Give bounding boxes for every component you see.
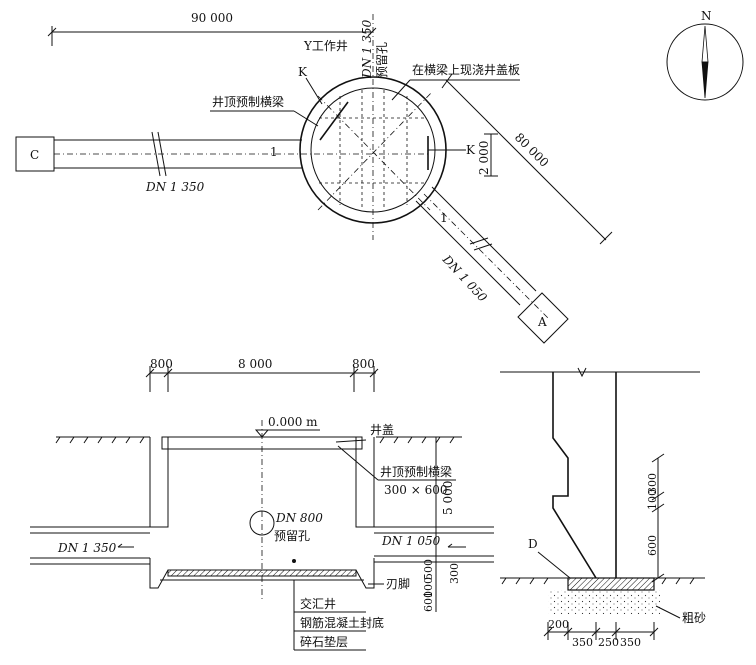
- reserved-hole-circle: [249, 510, 275, 536]
- ground-hatch-left: [55, 436, 145, 444]
- dim-diagonal-label: 80 000: [512, 130, 552, 170]
- section-dim-line: [145, 366, 379, 392]
- pipe-left: [54, 131, 428, 177]
- cast-cover-label: 在横梁上现浇井盖板: [412, 62, 520, 77]
- detail-wall-outline: [552, 372, 597, 579]
- pipe-diagonal-dn-label: DN 1 050: [439, 252, 490, 305]
- node-a-label: A: [537, 315, 547, 329]
- precast-beam-section-left: [319, 101, 349, 141]
- dim-line-top: [47, 26, 377, 46]
- hole-dn-label: DN 800: [275, 511, 323, 525]
- north-label: N: [701, 9, 712, 23]
- note2-label: 钢筋混凝土封底: [300, 615, 384, 630]
- foot-label: 刃脚: [386, 576, 410, 591]
- k-left-label: K: [298, 65, 308, 79]
- section-dim-800-left: 800: [150, 357, 173, 371]
- shaft-walls: [149, 437, 375, 589]
- beam-leader: [337, 445, 379, 481]
- reserved-hole-dn-label: DN 1 350: [360, 19, 374, 79]
- dim-300-label: 300: [448, 563, 461, 584]
- detail-dim-200: 200: [548, 618, 569, 631]
- detail-bottom-dim: [543, 622, 659, 640]
- precast-beam-grid: [317, 90, 433, 211]
- section-center-dot: [292, 559, 296, 563]
- detail-dim-600: 600: [646, 535, 659, 556]
- dim-line-small: [484, 133, 498, 177]
- sand-leader: [655, 605, 681, 619]
- detail-sand-layer: [548, 590, 660, 614]
- dim-line-diagonal: [441, 73, 613, 245]
- north-arrow: [666, 23, 744, 101]
- note3-label: 碎石垫层: [300, 634, 348, 649]
- section-dim-800-right: 800: [352, 357, 375, 371]
- pipe-left-dn-label: DN 1 350: [145, 180, 205, 194]
- dim-500-label: 500: [422, 559, 435, 580]
- detail-d-leader: [537, 551, 571, 579]
- plan-view: 90 000 Y工作井 DN 1 350 预留孔 在横梁上现浇井盖板 K 井顶预…: [15, 9, 744, 344]
- precast-beam-label: 井顶预制横梁: [212, 94, 284, 109]
- detail-view: 粗砂 D 300 100 600 200 350: [500, 367, 706, 649]
- bottom-seal-slab: [167, 569, 357, 577]
- pipe-right-label: DN 1 050: [381, 534, 441, 548]
- cover-leader: [335, 439, 367, 443]
- mark-1b: 1: [440, 211, 448, 225]
- section-pipes: [30, 526, 494, 565]
- elevation-label: 0.000 m: [268, 415, 318, 429]
- precast-beam-leader: [293, 110, 319, 127]
- section-view: 800 8 000 800 0.000 m 井盖 井顶预制横梁 300 × 60…: [30, 357, 494, 651]
- work-shaft-label: Y工作井: [303, 39, 348, 53]
- detail-dim-350b: 350: [620, 636, 641, 649]
- beam-label: 井顶预制横梁: [380, 464, 452, 479]
- detail-dim-250: 250: [598, 636, 619, 649]
- mark-1a: 1: [270, 145, 278, 159]
- detail-vertical-dim: [651, 453, 665, 583]
- detail-dim-100: 100: [646, 489, 659, 510]
- beam-size-label: 300 × 600: [384, 483, 448, 497]
- note1-label: 交汇井: [300, 596, 336, 611]
- dim-top-label: 90 000: [191, 11, 233, 25]
- detail-foot-block: [567, 577, 655, 591]
- pipe-left-label: DN 1 350: [57, 541, 117, 555]
- reserved-hole-label: 预留孔: [375, 42, 389, 78]
- k-left-leader: [305, 77, 323, 105]
- detail-ground-hatch: [501, 577, 695, 585]
- node-c-label: C: [30, 148, 39, 162]
- node-c-box: [15, 136, 55, 172]
- section-dim-8000: 8 000: [238, 357, 272, 371]
- node-a-box: [517, 292, 569, 344]
- detail-break-mark: [577, 367, 587, 378]
- dim-600-label: 600: [422, 591, 435, 612]
- detail-dim-300: 300: [646, 473, 659, 494]
- ground-hatch-right: [379, 436, 455, 444]
- dim-small-label: 2 000: [477, 141, 491, 175]
- dim-5000-label: 5 000: [441, 481, 455, 515]
- pipe-diagonal: [415, 186, 549, 319]
- cover-label: 井盖: [370, 423, 394, 437]
- k-right-label: K: [466, 143, 476, 157]
- sand-label: 粗砂: [682, 611, 706, 625]
- detail-d-label: D: [528, 537, 538, 551]
- detail-dim-350a: 350: [572, 636, 593, 649]
- hole-label: 预留孔: [274, 529, 310, 543]
- dim-100-label: 100: [422, 577, 435, 598]
- cast-cover-leader: [391, 79, 411, 101]
